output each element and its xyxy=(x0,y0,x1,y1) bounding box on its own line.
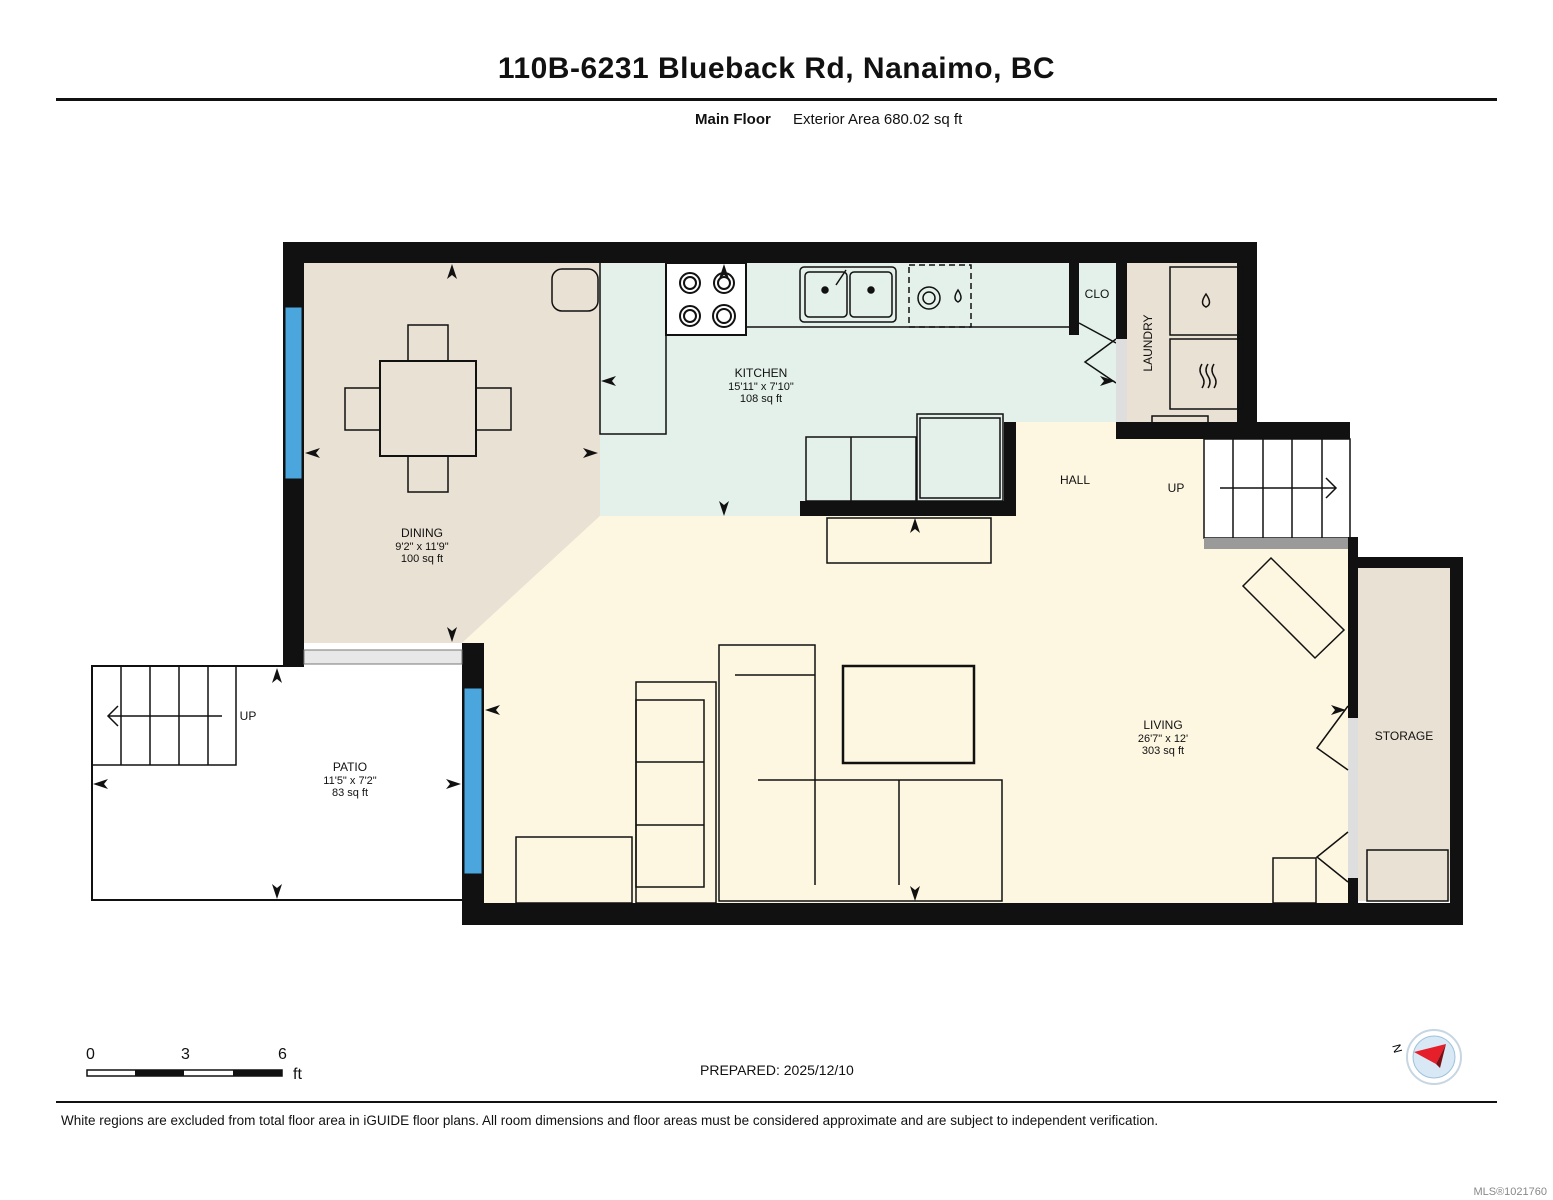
window-west-living xyxy=(463,687,483,875)
room-label-laundry: LAUNDRY xyxy=(1141,314,1155,371)
scale-bar-graphic xyxy=(86,1069,283,1077)
scale-tick-3: 3 xyxy=(181,1046,190,1063)
page-title: 110B-6231 Blueback Rd, Nanaimo, BC xyxy=(497,52,1056,85)
compass-icon: N xyxy=(1390,1029,1462,1085)
dining-area xyxy=(304,263,600,643)
door-opening-storage xyxy=(1348,718,1358,878)
stove-icon xyxy=(665,262,747,336)
dining-table-set xyxy=(344,324,512,493)
door-swings xyxy=(1078,322,1349,883)
scale-tick-6: 6 xyxy=(278,1046,287,1063)
svg-text:26'7" x 12': 26'7" x 12' xyxy=(1138,733,1188,745)
room-label-living: LIVING 26'7" x 12' 303 sq ft xyxy=(1138,718,1188,757)
svg-text:LIVING: LIVING xyxy=(1143,718,1182,732)
scale-unit: ft xyxy=(293,1066,302,1083)
svg-text:100 sq ft: 100 sq ft xyxy=(401,553,443,565)
stairs-up-label-patio: UP xyxy=(240,709,257,723)
door-opening-laundry xyxy=(1116,339,1127,422)
dishwasher-icon xyxy=(908,264,972,328)
svg-text:PATIO: PATIO xyxy=(333,760,367,774)
compass-label: N xyxy=(1390,1043,1405,1055)
stair-landing-edge xyxy=(1204,538,1348,549)
svg-text:108 sq ft: 108 sq ft xyxy=(740,393,782,405)
svg-text:15'11" x 7'10": 15'11" x 7'10" xyxy=(728,381,794,393)
svg-text:DINING: DINING xyxy=(401,526,443,540)
footer-divider xyxy=(56,1101,1497,1103)
room-label-clo: CLO xyxy=(1085,287,1110,301)
svg-text:11'5" x 7'2": 11'5" x 7'2" xyxy=(323,775,376,787)
measurement-arrows xyxy=(93,264,1346,901)
sink-icon xyxy=(799,266,897,323)
header-divider xyxy=(56,98,1497,101)
room-label-dining: DINING 9'2" x 11'9" 100 sq ft xyxy=(395,526,448,565)
scale-bar: 0 3 6 ft xyxy=(86,1046,316,1091)
laundry-area xyxy=(1127,263,1244,425)
dining-chair-corner xyxy=(551,268,599,312)
room-label-patio: PATIO 11'5" x 7'2" 83 sq ft xyxy=(323,760,376,799)
patio-outline xyxy=(91,665,462,901)
room-label-storage: STORAGE xyxy=(1375,729,1433,743)
svg-text:9'2" x 11'9": 9'2" x 11'9" xyxy=(395,541,448,553)
disclaimer-text: White regions are excluded from total fl… xyxy=(61,1113,1159,1128)
svg-text:KITCHEN: KITCHEN xyxy=(735,366,788,380)
stairs-up-label-main: UP xyxy=(1168,481,1185,495)
svg-text:83 sq ft: 83 sq ft xyxy=(332,787,368,799)
svg-text:303 sq ft: 303 sq ft xyxy=(1142,745,1184,757)
room-label-hall: HALL xyxy=(1060,473,1090,487)
floor-name: Main Floor xyxy=(695,111,771,128)
living-furniture xyxy=(515,517,1449,904)
exterior-area: Exterior Area 680.02 sq ft xyxy=(793,111,963,128)
scale-tick-0: 0 xyxy=(86,1046,95,1063)
living-area xyxy=(462,422,1348,903)
mls-watermark: MLS®1021760 xyxy=(1473,1186,1547,1198)
sliding-door xyxy=(303,649,463,665)
prepared-date: PREPARED: 2025/12/10 xyxy=(700,1062,854,1078)
storage-area xyxy=(1358,568,1450,901)
laundry-machines xyxy=(1151,266,1244,425)
window-west-dining xyxy=(284,306,303,480)
patio-stairs xyxy=(91,665,237,766)
room-label-kitchen: KITCHEN 15'11" x 7'10" 108 sq ft xyxy=(728,366,794,405)
main-stairs xyxy=(1203,438,1351,539)
